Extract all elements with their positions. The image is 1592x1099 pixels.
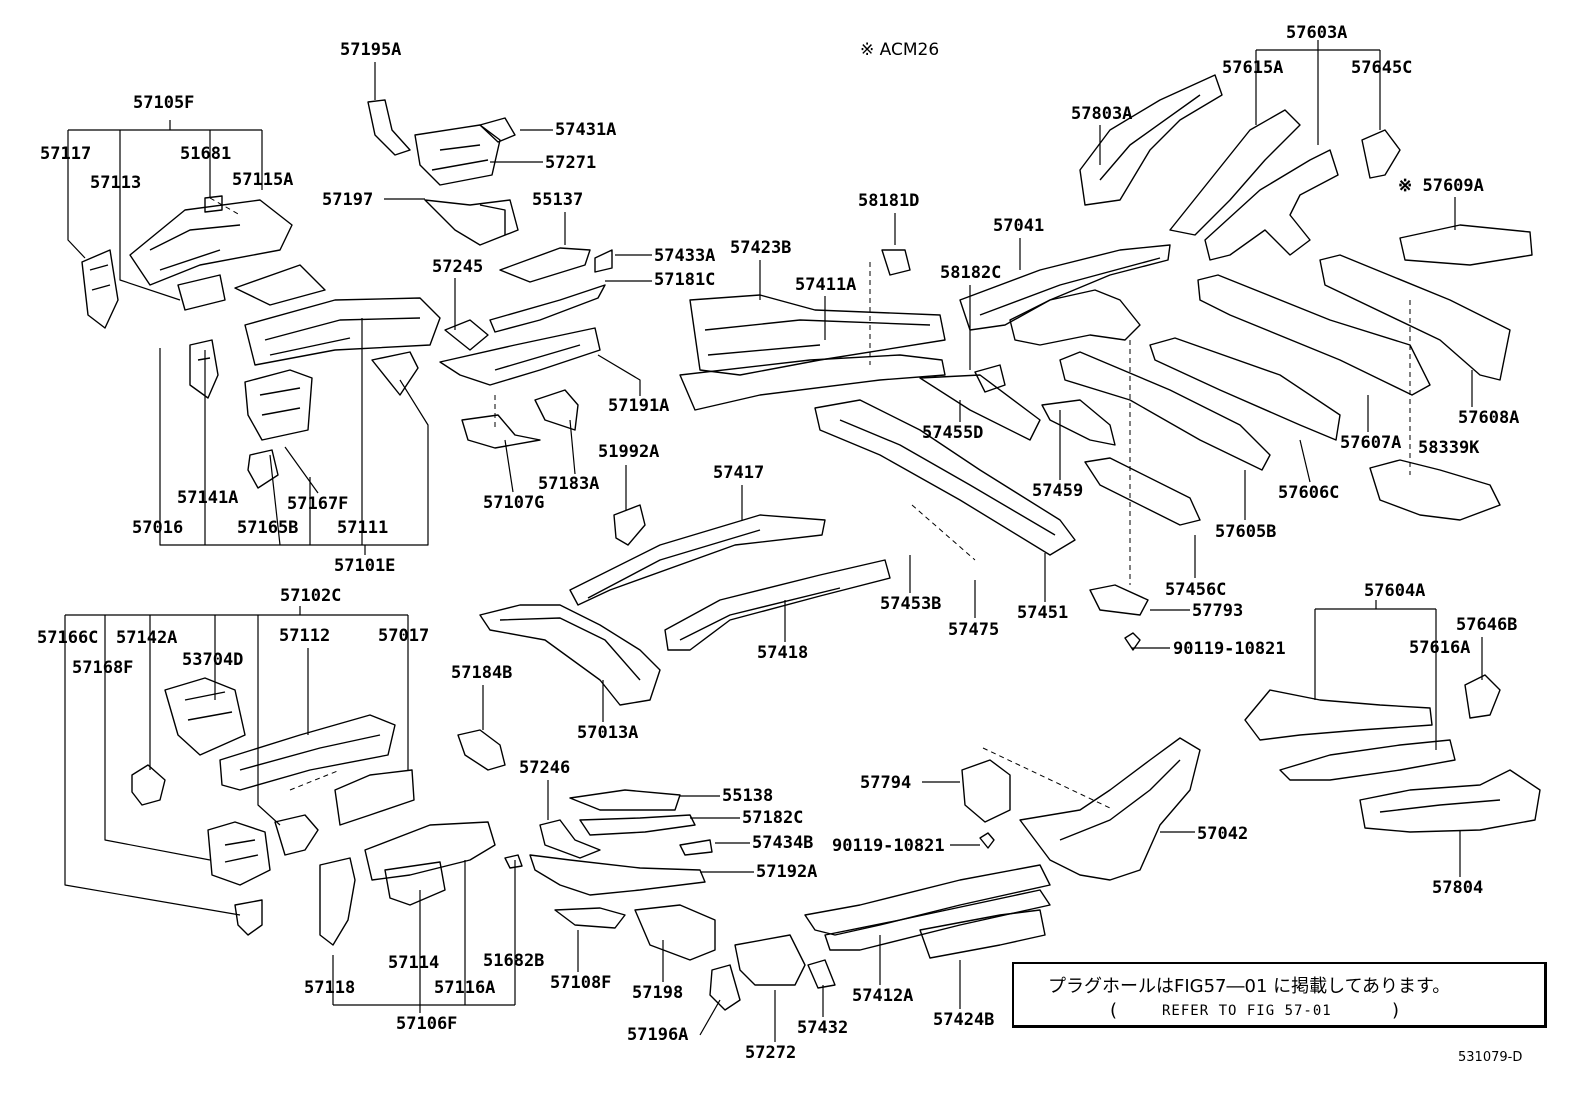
part-label-p61: 57434B — [752, 833, 814, 853]
reference-note-paren-open: ( — [1110, 1000, 1118, 1021]
part-label-p02: 57105F — [133, 93, 195, 113]
part-label-p57: 57013A — [577, 723, 639, 743]
part-label-p77: 57424B — [933, 1010, 995, 1030]
part-label-p27: 58181D — [858, 191, 920, 211]
part-label-p07: 57431A — [555, 120, 617, 140]
part-label-p71: 51682B — [483, 951, 545, 971]
part-label-p05: 57113 — [90, 173, 142, 193]
part-label-p23: 57165B — [237, 518, 299, 538]
part-label-p11: 57433A — [654, 246, 716, 266]
part-label-p12: 57423B — [730, 238, 792, 258]
part-label-p53: 57168F — [72, 658, 134, 678]
part-label-p66: 57604A — [1364, 581, 1426, 601]
part-label-p08: 57271 — [545, 153, 597, 173]
diagram-reference-code: 531079-D — [1458, 1050, 1523, 1065]
leader-lines — [64, 40, 1483, 1042]
part-label-p64: 90119-10821 — [832, 836, 945, 856]
part-label-p18: 57107G — [483, 493, 545, 513]
part-label-p34: 57451 — [1017, 603, 1069, 623]
part-label-p22: 57016 — [132, 518, 184, 538]
part-label-p09: 57197 — [322, 190, 374, 210]
part-label-p41: 58339K — [1418, 438, 1480, 458]
part-label-p26: 57417 — [713, 463, 765, 483]
part-label-p10: 55137 — [532, 190, 584, 210]
part-shapes — [81, 74, 1541, 1011]
part-label-p03: 57117 — [40, 144, 92, 164]
part-label-p33: 57475 — [948, 620, 1000, 640]
part-label-p79: 57196A — [627, 1025, 689, 1045]
part-label-p54: 53704D — [182, 650, 244, 670]
part-label-p16: 57191A — [608, 396, 670, 416]
part-label-p69: 57804 — [1432, 878, 1484, 898]
part-label-p13: 57181C — [654, 270, 716, 290]
part-label-p68: 57616A — [1409, 638, 1471, 658]
part-label-p44: 57615A — [1222, 58, 1284, 78]
part-label-p55: 57184B — [451, 663, 513, 683]
part-label-p75: 57116A — [434, 978, 496, 998]
reference-note-japanese: プラグホールはFIG57―01 に掲載してあります。 — [1048, 976, 1451, 997]
part-label-p56: 57418 — [757, 643, 809, 663]
part-label-p01: 57195A — [340, 40, 402, 60]
part-label-p76: 57412A — [852, 986, 914, 1006]
part-label-p20: 57141A — [177, 488, 239, 508]
part-label-p47: ※ 57609A — [1398, 176, 1484, 196]
reference-note-paren-close: ) — [1392, 1000, 1400, 1021]
part-label-p42: 57608A — [1458, 408, 1520, 428]
reference-note-english: REFER TO FIG 57-01 — [1162, 1003, 1332, 1019]
part-label-p40: 57607A — [1340, 433, 1402, 453]
part-label-p19: 51992A — [598, 442, 660, 462]
part-label-p48: 57102C — [280, 586, 342, 606]
part-label-p72: 57108F — [550, 973, 612, 993]
part-label-p74: 57118 — [304, 978, 356, 998]
reference-note-box: プラグホールはFIG57―01 に掲載してあります。 ( REFER TO FI… — [1012, 962, 1547, 1028]
part-label-p29: 58182C — [940, 263, 1002, 283]
part-label-p67: 57646B — [1456, 615, 1518, 635]
part-label-p38: 57605B — [1215, 522, 1277, 542]
part-label-p17: 57183A — [538, 474, 600, 494]
part-label-p45: 57645C — [1351, 58, 1413, 78]
part-label-p14: 57245 — [432, 257, 484, 277]
dashed-guides — [209, 197, 1411, 809]
part-label-p06: 57115A — [232, 170, 294, 190]
part-label-p65: 57042 — [1197, 824, 1249, 844]
part-label-p39: 57606C — [1278, 483, 1340, 503]
part-label-p28: 57041 — [993, 216, 1045, 236]
part-label-p49: 57166C — [37, 628, 99, 648]
part-label-p15: 57411A — [795, 275, 857, 295]
part-label-p46: 57803A — [1071, 104, 1133, 124]
part-label-p63: 57794 — [860, 773, 912, 793]
part-label-p78: 57106F — [396, 1014, 458, 1034]
part-label-p24: 57111 — [337, 518, 389, 538]
part-label-p32: 57453B — [880, 594, 942, 614]
header-note: ※ ACM26 — [860, 40, 940, 60]
part-label-p60: 57182C — [742, 808, 804, 828]
part-label-p21: 57167F — [287, 494, 349, 514]
part-label-p58: 57246 — [519, 758, 571, 778]
part-label-p62: 57192A — [756, 862, 818, 882]
part-label-p43: 57603A — [1286, 23, 1348, 43]
part-label-p04: 51681 — [180, 144, 232, 164]
part-label-p80: 57432 — [797, 1018, 849, 1038]
part-label-p36: 90119-10821 — [1173, 639, 1286, 659]
part-label-p37: 57456C — [1165, 580, 1227, 600]
part-label-p50: 57142A — [116, 628, 178, 648]
part-label-p31: 57459 — [1032, 481, 1084, 501]
part-label-p35: 57793 — [1192, 601, 1244, 621]
part-label-p81: 57272 — [745, 1043, 797, 1063]
part-label-p70: 57114 — [388, 953, 440, 973]
part-label-p59: 55138 — [722, 786, 774, 806]
part-label-p30: 57455D — [922, 423, 984, 443]
part-label-p51: 57112 — [279, 626, 331, 646]
part-label-p52: 57017 — [378, 626, 430, 646]
part-label-p25: 57101E — [334, 556, 396, 576]
part-label-p73: 57198 — [632, 983, 684, 1003]
